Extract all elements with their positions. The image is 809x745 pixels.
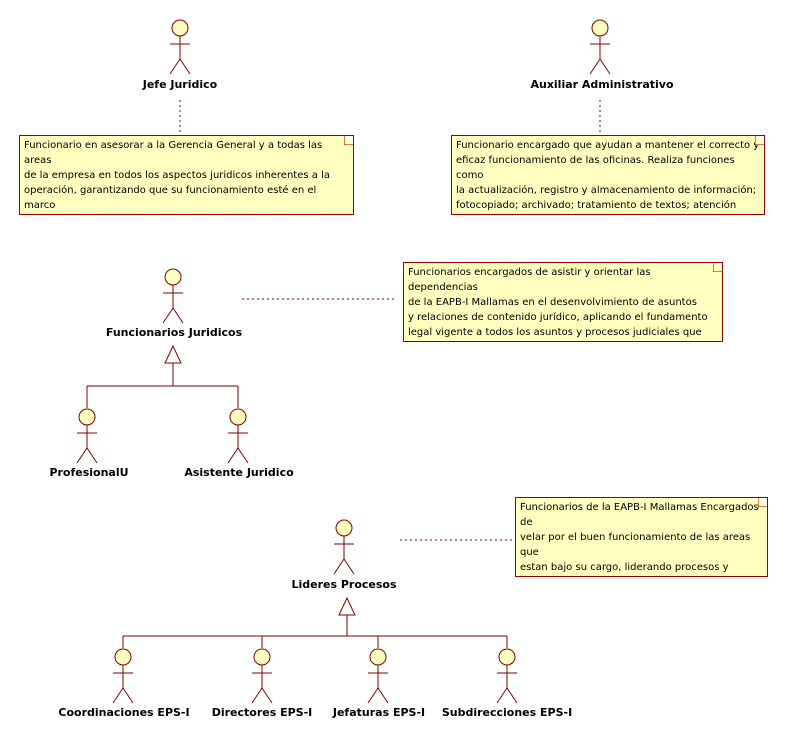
note-fold-icon xyxy=(713,263,722,272)
actor-label-auxiliar-administrativo: Auxiliar Administrativo xyxy=(530,78,674,91)
actor-body xyxy=(162,285,184,324)
actor-head xyxy=(253,648,271,666)
actor-body xyxy=(112,665,134,704)
note-text: Funcionario encargado que ayudan a mante… xyxy=(456,140,760,211)
generalization-funcionarios xyxy=(86,344,239,408)
actor-body xyxy=(76,425,98,464)
actor-head xyxy=(78,408,96,426)
actor-lideres-procesos[interactable] xyxy=(333,519,355,575)
actor-label-directores-eps-i: Directores EPS-I xyxy=(211,706,313,719)
actor-body xyxy=(589,36,611,75)
actor-label-jefe-juridico: Jefe Juridico xyxy=(142,78,218,91)
actor-jefaturas-eps-i[interactable] xyxy=(367,648,389,704)
actor-asistente-juridico[interactable] xyxy=(227,408,249,464)
actor-head xyxy=(335,519,353,537)
actor-body xyxy=(333,536,355,575)
actor-subdirecciones-eps-i[interactable] xyxy=(496,648,518,704)
note-text: Funcionarios de la EAPB-I Mallamas Encar… xyxy=(520,502,759,573)
note-fold-icon xyxy=(758,498,767,507)
note-text: Funcionarios encargados de asistir y ori… xyxy=(408,267,708,338)
note-fold-icon xyxy=(755,136,764,145)
actor-body xyxy=(367,665,389,704)
note-funcionarios-juridicos[interactable]: Funcionarios encargados de asistir y ori… xyxy=(403,262,723,342)
note-jefe-juridico[interactable]: Funcionario en asesorar a la Gerencia Ge… xyxy=(19,135,354,215)
actor-label-lideres-procesos: Lideres Procesos xyxy=(291,578,397,591)
note-fold-icon xyxy=(344,136,353,145)
actor-label-funcionarios-juridicos: Funcionarios Juridicos xyxy=(105,326,243,339)
actor-label-profesionalu: ProfesionalU xyxy=(49,466,129,479)
actor-auxiliar-administrativo[interactable] xyxy=(589,19,611,75)
actor-profesionalu[interactable] xyxy=(76,408,98,464)
actor-label-asistente-juridico: Asistente Juridico xyxy=(184,466,294,479)
generalization-lideres xyxy=(122,596,508,648)
note-auxiliar-administrativo[interactable]: Funcionario encargado que ayudan a mante… xyxy=(451,135,765,215)
actor-label-jefaturas-eps-i: Jefaturas EPS-I xyxy=(332,706,426,719)
note-lideres-procesos[interactable]: Funcionarios de la EAPB-I Mallamas Encar… xyxy=(515,497,768,577)
actor-body xyxy=(169,36,191,75)
actor-head xyxy=(369,648,387,666)
actor-label-subdirecciones-eps-i: Subdirecciones EPS-I xyxy=(441,706,573,719)
actor-head xyxy=(171,19,189,37)
actor-label-coordinaciones-eps-i: Coordinaciones EPS-I xyxy=(58,706,190,719)
actor-body xyxy=(496,665,518,704)
actor-coordinaciones-eps-i[interactable] xyxy=(112,648,134,704)
note-text: Funcionario en asesorar a la Gerencia Ge… xyxy=(24,140,330,211)
actor-head xyxy=(114,648,132,666)
actor-funcionarios-juridicos[interactable] xyxy=(162,268,184,324)
actor-jefe-juridico[interactable] xyxy=(169,19,191,75)
actor-head xyxy=(591,19,609,37)
actor-directores-eps-i[interactable] xyxy=(251,648,273,704)
actor-head xyxy=(229,408,247,426)
actor-head xyxy=(498,648,516,666)
actor-head xyxy=(164,268,182,286)
actor-body xyxy=(227,425,249,464)
actor-body xyxy=(251,665,273,704)
